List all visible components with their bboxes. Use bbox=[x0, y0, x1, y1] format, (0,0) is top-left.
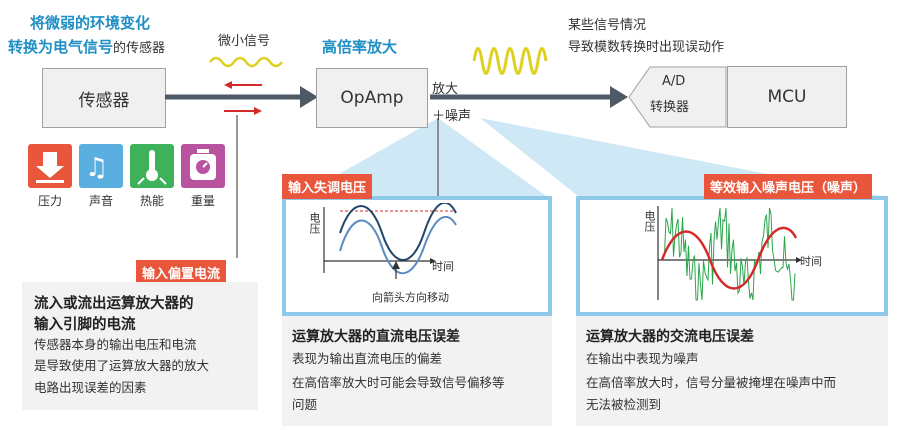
noise-panel-title: 运算放大器的交流电压误差 bbox=[586, 329, 754, 345]
bias-panel-text-3: 电路出现误差的因素 bbox=[34, 380, 147, 395]
offset-panel-text-2: 在高倍率放大时可能会导致信号偏移等 bbox=[292, 375, 505, 390]
offset-graph-note: 向箭头方向移动 bbox=[372, 291, 449, 304]
noise-panel-text-2: 在高倍率放大时，信号分量被掩埋在噪声中而 bbox=[586, 375, 837, 390]
offset-voltage-tag: 输入失调电压 bbox=[282, 174, 373, 199]
noise-graph-xlabel: 时间 bbox=[800, 255, 822, 268]
bias-panel-text-2: 是导致使用了运算放大器的放大 bbox=[34, 358, 210, 373]
signal-note-line2: 导致模数转换时出现误动作 bbox=[568, 40, 725, 55]
bias-panel-title-2: 输入引脚的电流 bbox=[34, 317, 136, 333]
opamp-output-label-1: 放大 bbox=[432, 82, 459, 97]
sensor-label-pressure: 压力 bbox=[37, 194, 62, 208]
small-signal-label: 微小信号 bbox=[218, 34, 271, 49]
header-line1: 将微弱的环境变化 bbox=[30, 14, 151, 32]
header-rest: 的传感器 bbox=[113, 41, 166, 56]
bias-panel bbox=[22, 282, 258, 410]
offset-graph-frame bbox=[282, 196, 552, 316]
offset-panel-text-3: 问题 bbox=[292, 397, 318, 412]
opamp-box: OpAmp bbox=[316, 68, 428, 128]
pressure-icon bbox=[28, 144, 72, 188]
noise-panel-text-1: 在输出中表现为噪声 bbox=[586, 351, 699, 366]
svg-text:♫: ♫ bbox=[85, 153, 108, 183]
offset-panel-text-1: 表现为输出直流电压的偏差 bbox=[292, 351, 443, 366]
scale-icon bbox=[181, 144, 225, 188]
adc-shape bbox=[628, 66, 727, 128]
sensor-label-sound: 声音 bbox=[88, 194, 113, 208]
offset-graph-ylabel: 电压 bbox=[308, 212, 321, 234]
offset-panel-title: 运算放大器的直流电压误差 bbox=[292, 329, 460, 345]
amplified-wave bbox=[472, 47, 548, 75]
sensor-label-heat: 热能 bbox=[139, 194, 164, 208]
adc-label-line2: 转换器 bbox=[650, 100, 690, 115]
noise-graph bbox=[657, 206, 802, 301]
bias-panel-text-1: 传感器本身的输出电压和电流 bbox=[34, 337, 197, 352]
sensor-label-weight: 重量 bbox=[190, 194, 215, 208]
noise-panel-text-3: 无法被检测到 bbox=[586, 397, 662, 412]
opamp-output-label-2: ＋噪声 bbox=[432, 109, 472, 124]
mcu-box: MCU bbox=[727, 66, 847, 128]
bias-current-tag: 输入偏置电流 bbox=[136, 260, 227, 285]
music-icon: ♫ bbox=[79, 144, 123, 188]
opamp-title: 高倍率放大 bbox=[322, 38, 398, 56]
header-line2: 转换为电气信号的传感器 bbox=[8, 36, 165, 57]
adc-label-line1: A/D bbox=[662, 74, 686, 89]
thermometer-icon bbox=[130, 144, 174, 188]
offset-graph bbox=[323, 203, 457, 279]
offset-graph-xlabel: 时间 bbox=[432, 260, 454, 273]
signal-note-line1: 某些信号情况 bbox=[568, 18, 647, 33]
header-emphasis: 转换为电气信号 bbox=[8, 38, 114, 56]
noise-graph-ylabel: 电压 bbox=[643, 210, 656, 232]
noise-voltage-tag: 等效输入噪声电压（噪声） bbox=[704, 174, 873, 199]
bias-panel-title-1: 流入或流出运算放大器的 bbox=[34, 296, 194, 312]
small-signal-wave bbox=[209, 56, 283, 68]
